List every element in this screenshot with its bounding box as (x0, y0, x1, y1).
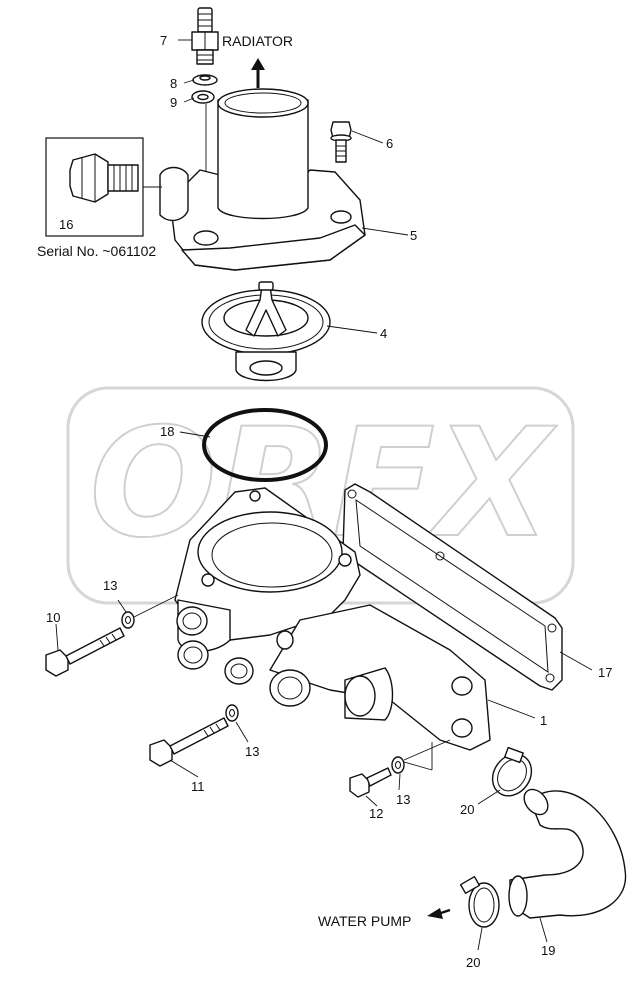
part-1-housing-body (174, 487, 491, 751)
part-5-thermostat-housing (159, 88, 366, 271)
callout-13-b: 13 (245, 744, 259, 759)
leader-lines (55, 39, 593, 951)
callout-labels: 7 8 9 6 16 5 4 18 13 10 17 1 13 11 13 20… (46, 33, 612, 970)
part-9-gasket (191, 90, 215, 104)
part-12-bolt (349, 767, 392, 798)
callout-8: 8 (170, 76, 177, 91)
part-20-clamp-b (459, 875, 500, 928)
part-6-bolt (330, 121, 352, 163)
callout-13-c: 13 (396, 792, 410, 807)
part-7-fitting (191, 7, 219, 65)
part-20-clamp-a (491, 746, 533, 797)
part-13-washer-c (391, 756, 405, 774)
part-16-inset (45, 137, 162, 237)
callout-19: 19 (541, 943, 555, 958)
callout-12: 12 (369, 806, 383, 821)
callout-7: 7 (160, 33, 167, 48)
part-13-washer-b (225, 704, 239, 722)
radiator-label: RADIATOR (222, 33, 293, 49)
callout-20-b: 20 (466, 955, 480, 970)
callout-5: 5 (410, 228, 417, 243)
callout-4: 4 (380, 326, 387, 341)
callout-18: 18 (160, 424, 174, 439)
callout-11: 11 (191, 779, 205, 794)
part-18-o-ring (202, 408, 328, 482)
part-13-washer-a (121, 611, 135, 629)
callout-20-a: 20 (460, 802, 474, 817)
radiator-arrow (251, 58, 265, 88)
part-11-bolt (149, 717, 229, 767)
callout-16: 16 (59, 217, 73, 232)
part-10-bolt (45, 627, 125, 677)
water-pump-arrow (427, 908, 451, 919)
part-19-hose (508, 788, 627, 919)
callout-10: 10 (46, 610, 60, 625)
part-4-thermostat (201, 281, 331, 382)
callout-1: 1 (540, 713, 547, 728)
serial-number-note: Serial No. ~061102 (37, 243, 156, 259)
callout-17: 17 (598, 665, 612, 680)
callout-9: 9 (170, 95, 177, 110)
callout-6: 6 (386, 136, 393, 151)
water-pump-label: WATER PUMP (318, 913, 411, 929)
part-8-washer (192, 74, 218, 86)
callout-13-a: 13 (103, 578, 117, 593)
